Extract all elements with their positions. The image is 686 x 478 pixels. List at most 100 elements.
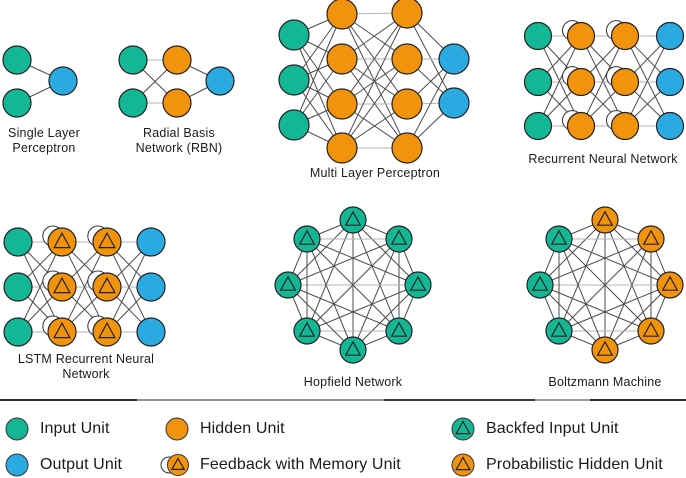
input-unit-icon xyxy=(5,417,29,441)
hidden-node xyxy=(326,43,358,75)
hidden-node xyxy=(391,88,423,120)
backfed-input-unit-icon xyxy=(451,417,475,441)
backfed_input-node xyxy=(385,317,413,345)
network-label-lstm-recurrent-neural-network: LSTM Recurrent Neural Network xyxy=(17,352,155,381)
hidden-node xyxy=(326,132,358,164)
edge xyxy=(341,12,408,105)
input-unit-circle xyxy=(5,417,29,441)
triangle-glyph xyxy=(642,321,660,337)
backfed_input-node xyxy=(385,225,413,253)
edge xyxy=(537,35,582,127)
input-node xyxy=(278,109,310,141)
triangle-glyph xyxy=(170,457,186,470)
network-label-recurrent-neural-network: Recurrent Neural Network xyxy=(528,152,678,166)
edge xyxy=(287,284,354,351)
legend-label: Probabilistic Hidden Unit xyxy=(486,456,663,473)
edge xyxy=(558,284,671,332)
triangle-glyph xyxy=(390,321,408,337)
probabilistic_hidden-node xyxy=(591,336,619,364)
network-label-boltzmann-machine: Boltzmann Machine xyxy=(548,375,662,389)
triangle-glyph xyxy=(98,276,116,294)
memory-unit-circle xyxy=(167,454,189,476)
legend-label: Backfed Input Unit xyxy=(486,420,619,437)
input-node xyxy=(3,227,33,257)
hidden-node xyxy=(162,45,192,75)
single-layer-perceptron xyxy=(2,45,78,118)
edge xyxy=(306,238,419,286)
triangle-glyph xyxy=(344,340,362,356)
edge xyxy=(558,238,671,286)
edge xyxy=(341,58,408,149)
legend-label: Output Unit xyxy=(40,456,123,473)
input-node xyxy=(118,45,148,75)
hidden-unit-circle xyxy=(165,417,189,441)
multi-layer-perceptron-edges xyxy=(293,12,455,149)
hidden-node xyxy=(326,0,358,30)
lstm-recurrent-neural-network-edges xyxy=(17,241,152,333)
legend-item-output-unit: Output Unit xyxy=(2,452,122,478)
triangle-glyph xyxy=(550,321,568,337)
feedback_memory-node xyxy=(47,317,77,347)
probabilistic_hidden-node xyxy=(591,206,619,234)
backfed_input-node xyxy=(274,271,302,299)
radial-basis-network xyxy=(118,45,235,118)
recurrent-neural-network xyxy=(523,20,685,141)
backfed_input-node xyxy=(404,271,432,299)
probabilistic_hidden-node xyxy=(637,225,665,253)
edge xyxy=(306,284,419,332)
output-node xyxy=(438,87,470,119)
triangle-glyph xyxy=(596,340,614,356)
output-node xyxy=(136,317,166,347)
feedback_memory-node xyxy=(92,272,122,302)
legend-item-feedback-memory-unit: Feedback with Memory Unit xyxy=(160,452,401,478)
input-node xyxy=(2,45,32,75)
triangle-glyph xyxy=(298,229,316,245)
backfed_input-node xyxy=(293,225,321,253)
triangle-glyph xyxy=(298,321,316,337)
recurrent_hidden-node xyxy=(566,67,596,97)
output-unit-circle xyxy=(5,453,29,477)
triangle-glyph xyxy=(455,456,471,471)
probabilistic_hidden-node xyxy=(656,271,684,299)
network-label-hopfield-network: Hopfield Network xyxy=(303,375,403,389)
boltzmann-machine xyxy=(526,206,684,364)
edge xyxy=(293,13,343,126)
triangle-glyph xyxy=(550,229,568,245)
hidden-node xyxy=(391,43,423,75)
triangle-glyph xyxy=(455,420,471,435)
backfed_input-node xyxy=(526,271,554,299)
probabilistic_hidden-node xyxy=(637,317,665,345)
input-node xyxy=(2,88,32,118)
edge xyxy=(406,58,455,149)
multi-layer-perceptron xyxy=(278,0,470,164)
output-node xyxy=(205,66,235,96)
legend-item-probabilistic-hidden-unit: Probabilistic Hidden Unit xyxy=(448,452,663,478)
input-node xyxy=(278,19,310,51)
edge xyxy=(341,12,408,149)
hidden-node xyxy=(326,88,358,120)
triangle-glyph xyxy=(390,229,408,245)
edge xyxy=(539,284,606,351)
feedback_memory-node xyxy=(47,272,77,302)
triangle-glyph xyxy=(596,210,614,226)
hopfield-network xyxy=(274,206,432,364)
hidden-node xyxy=(162,88,192,118)
legend-item-backfed-input-unit: Backfed Input Unit xyxy=(448,416,619,442)
feedback-memory-unit-icon xyxy=(160,454,189,476)
edge xyxy=(558,238,606,351)
edge xyxy=(558,238,652,332)
edge xyxy=(580,35,626,127)
output-node xyxy=(655,111,685,141)
output-node xyxy=(438,43,470,75)
backfed_input-node xyxy=(293,317,321,345)
edge xyxy=(406,12,455,104)
network-label-single-layer-perceptron: Single Layer Perceptron xyxy=(8,126,80,155)
triangle-glyph xyxy=(531,275,549,291)
probabilistic-hidden-unit-icon xyxy=(451,453,475,477)
edge xyxy=(624,35,671,127)
recurrent_hidden-node xyxy=(610,67,640,97)
edge xyxy=(306,238,354,351)
hidden-node xyxy=(391,132,423,164)
